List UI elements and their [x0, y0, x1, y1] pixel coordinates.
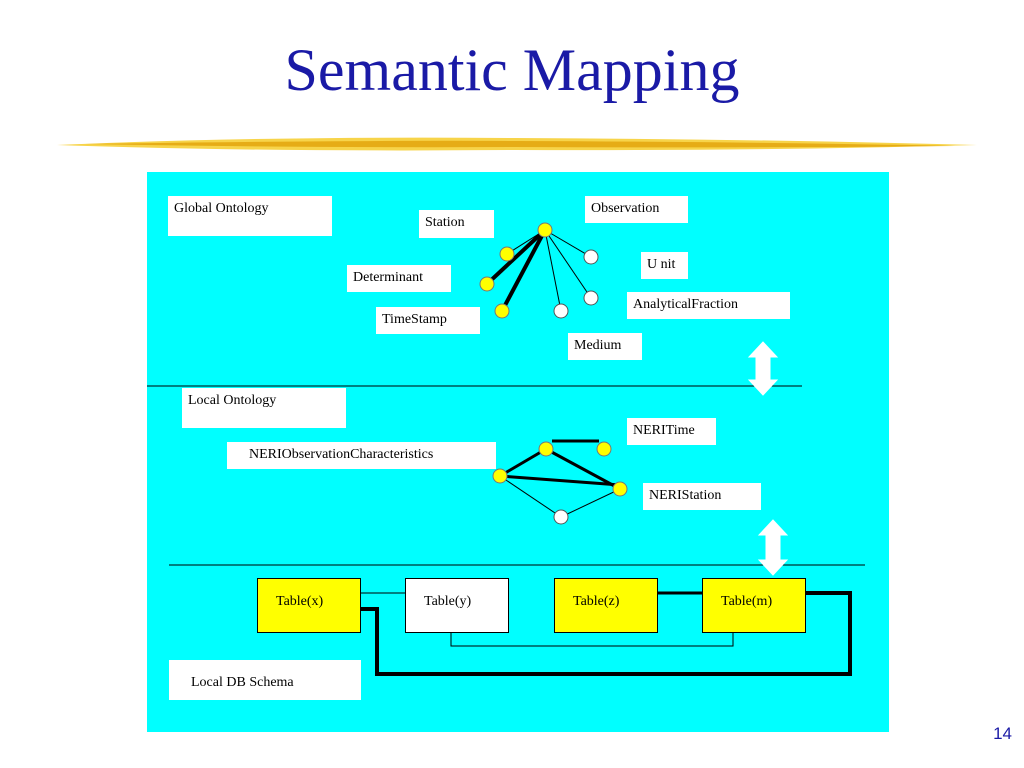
node-local-b: [553, 509, 569, 525]
global-ontology-label: Global Ontology: [168, 196, 332, 236]
node-station: [499, 246, 515, 262]
title-underline-brushstroke: [57, 137, 977, 151]
analytical-fraction-label: AnalyticalFraction: [627, 292, 790, 319]
observation-label: Observation: [585, 196, 688, 223]
neri-observation-characteristics-label: NERIObservationCharacteristics: [227, 442, 496, 469]
local-ontology-label: Local Ontology: [182, 388, 346, 428]
mapping-diagram: [147, 222, 865, 676]
table-x: Table(x): [257, 578, 361, 633]
neri-station-label: NERIStation: [643, 483, 761, 510]
node-analytical-fraction: [583, 290, 599, 306]
node-neri-observation-characteristics: [492, 468, 508, 484]
table-links: [361, 591, 852, 676]
table-y: Table(y): [405, 578, 509, 633]
node-local-a: [538, 441, 554, 457]
table-z: Table(z): [554, 578, 658, 633]
station-label: Station: [419, 210, 494, 238]
mapping-arrow-global-local: [747, 341, 779, 396]
page-number: 14: [993, 724, 1012, 743]
medium-label: Medium: [568, 333, 642, 360]
slide-title: Semantic Mapping: [284, 37, 740, 103]
node-neri-time: [596, 441, 612, 457]
node-determinant: [479, 276, 495, 292]
mapping-arrow-local-db: [757, 519, 789, 576]
mapping-panel: Global Ontology Station Observation Dete…: [147, 172, 889, 732]
unit-label: U nit: [641, 252, 688, 279]
node-unit: [583, 249, 599, 265]
local-ontology-edges: [499, 439, 621, 518]
table-m: Table(m): [702, 578, 806, 633]
local-db-schema-label: Local DB Schema: [169, 660, 361, 700]
global-ontology-edges: [485, 228, 592, 312]
timestamp-label: TimeStamp: [376, 307, 480, 334]
node-observation-hub: [537, 222, 553, 238]
determinant-label: Determinant: [347, 265, 451, 292]
node-medium: [553, 303, 569, 319]
node-neri-station: [612, 481, 628, 497]
node-timestamp: [494, 303, 510, 319]
neri-time-label: NERITime: [627, 418, 716, 445]
